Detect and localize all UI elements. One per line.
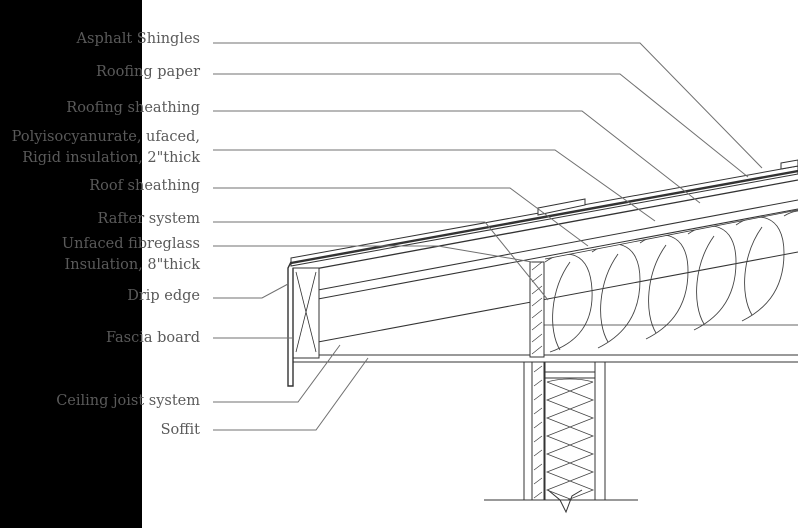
fibreglass-batt-pattern bbox=[545, 210, 798, 353]
fascia-cross bbox=[295, 271, 317, 353]
label-roofing-sheathing-line-1: Roofing sheathing bbox=[66, 100, 200, 116]
roof-sheathing-line bbox=[317, 208, 798, 300]
label-soffit: Soffit bbox=[161, 420, 200, 441]
label-polyiso-line-1: Polyisocyanurate, ufaced, bbox=[11, 129, 200, 145]
label-fibreglass-line-2: Insulation, 8"thick bbox=[64, 257, 200, 273]
label-roofing-sheathing: Roofing sheathing bbox=[66, 98, 200, 119]
leader-asphalt-shingles bbox=[213, 42, 763, 169]
label-polyiso-line-2: Rigid insulation, 2"thick bbox=[22, 150, 200, 166]
label-asphalt-shingles-line-1: Asphalt Shingles bbox=[76, 31, 200, 47]
batten-plate bbox=[537, 198, 586, 216]
label-rafter-system-line-1: Rafter system bbox=[97, 211, 200, 227]
wall-board-hatch bbox=[533, 365, 543, 499]
leader-roof-sheathing bbox=[213, 187, 589, 247]
rafter-inner-line bbox=[544, 209, 798, 260]
leader-drip-edge bbox=[213, 283, 289, 299]
wall-top-plate bbox=[529, 261, 545, 358]
label-polyiso-insulation: Polyisocyanurate, ufaced, Rigid insulati… bbox=[12, 127, 200, 169]
wall-outer-sheathing bbox=[523, 361, 533, 501]
label-roof-sheathing-line-1: Roof sheathing bbox=[89, 178, 200, 194]
wall-top-plate-line bbox=[545, 371, 595, 379]
rafter-bottom-line bbox=[317, 251, 798, 343]
label-rafter-system: Rafter system bbox=[98, 209, 200, 230]
roofing-paper-line bbox=[290, 169, 798, 265]
label-fascia-board: Fascia board bbox=[106, 328, 200, 349]
drip-edge-shape bbox=[287, 261, 294, 387]
break-symbol bbox=[547, 489, 583, 514]
leader-roofing-paper bbox=[213, 73, 749, 178]
roof-assembly bbox=[290, 159, 798, 343]
label-ceiling-joist-line-1: Ceiling joist system bbox=[56, 393, 200, 409]
roofing-sheathing-line bbox=[292, 179, 798, 274]
label-fibreglass-insulation: Unfaced fibreglass Insulation, 8"thick bbox=[62, 234, 200, 276]
label-roofing-paper-line-1: Roofing paper bbox=[96, 64, 200, 80]
label-fascia-board-line-1: Fascia board bbox=[105, 330, 200, 346]
label-soffit-line-1: Soffit bbox=[160, 422, 200, 438]
leader-soffit bbox=[213, 357, 369, 431]
wall-and-ceiling bbox=[287, 261, 798, 514]
wall-stud-cavity bbox=[544, 361, 596, 501]
label-ceiling-joist: Ceiling joist system bbox=[56, 391, 200, 412]
label-drip-edge-line-1: Drip edge bbox=[127, 288, 200, 304]
wall-insulation-pattern bbox=[545, 378, 595, 500]
top-plate-hatch bbox=[531, 261, 543, 355]
label-fibreglass-line-1: Unfaced fibreglass bbox=[61, 236, 200, 252]
leader-lines bbox=[213, 42, 763, 431]
label-roofing-paper: Roofing paper bbox=[96, 62, 200, 83]
leader-polyiso bbox=[213, 149, 656, 222]
wall-stud bbox=[594, 361, 606, 501]
label-asphalt-shingles: Asphalt Shingles bbox=[77, 29, 200, 50]
leader-rafter-system bbox=[213, 221, 549, 301]
ridge-cap bbox=[780, 159, 798, 170]
leader-roofing-sheathing bbox=[213, 110, 701, 204]
leader-fibreglass bbox=[213, 245, 533, 263]
label-drip-edge: Drip edge bbox=[127, 286, 200, 307]
dark-band bbox=[0, 0, 142, 528]
leader-ceiling-joist bbox=[213, 344, 341, 403]
rigid-insulation-line bbox=[317, 199, 798, 291]
label-roof-sheathing: Roof sheathing bbox=[89, 176, 200, 197]
